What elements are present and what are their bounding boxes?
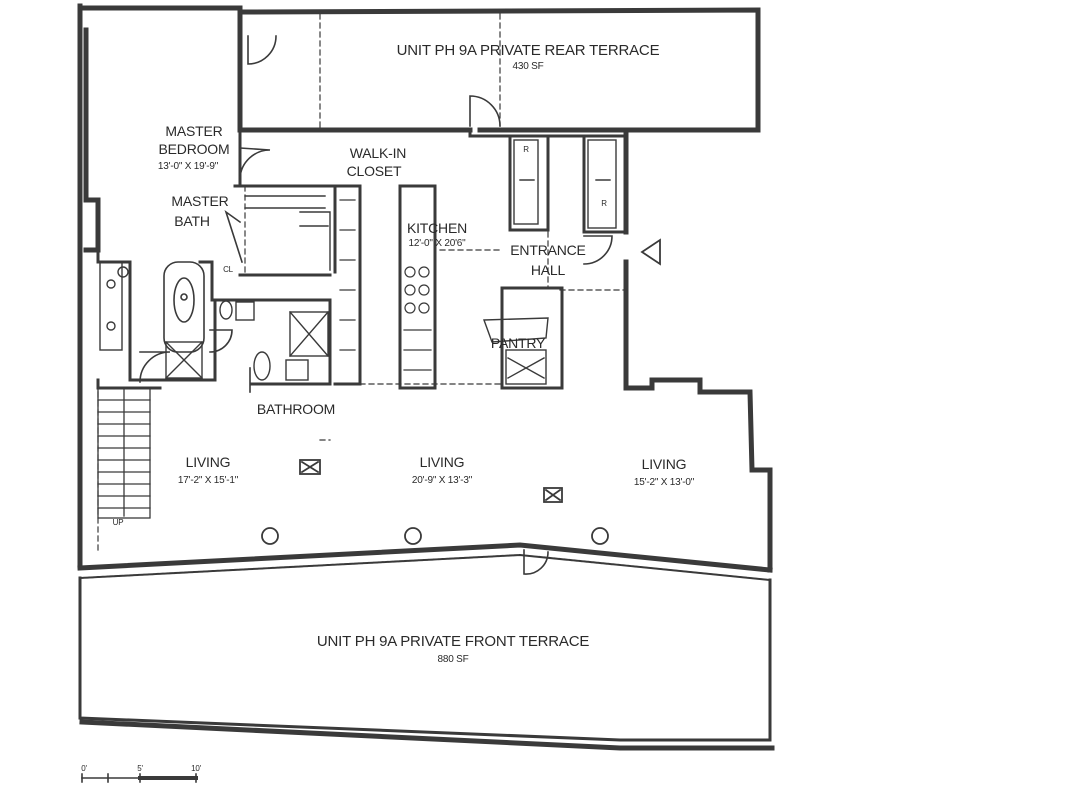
pantry-shelves bbox=[483, 317, 549, 385]
master-shower bbox=[165, 341, 203, 379]
living-1-name: LIVING bbox=[185, 454, 231, 470]
closet-tag: CL bbox=[223, 265, 233, 274]
fridge-tag-1: R bbox=[523, 145, 529, 154]
fireplaces bbox=[299, 459, 563, 503]
staircase bbox=[97, 387, 151, 519]
living-2-name: LIVING bbox=[419, 454, 465, 470]
columns bbox=[261, 527, 609, 545]
entrance-hall-line2: HALL bbox=[530, 262, 566, 278]
stair-tag: UP bbox=[112, 518, 124, 527]
rear-terrace-area: 430 SF bbox=[512, 61, 544, 72]
living-3-dims: 15'-2" X 13'-0" bbox=[633, 477, 695, 488]
bathroom-fixtures bbox=[219, 300, 329, 381]
bathtub bbox=[163, 261, 205, 353]
pantry-label: PANTRY bbox=[490, 335, 546, 351]
scale-bar bbox=[81, 773, 198, 783]
entrance-hall-line1: ENTRANCE bbox=[510, 242, 586, 258]
kitchen-dims: 12'-0" X 20'6" bbox=[408, 238, 466, 249]
rear-terrace-name: UNIT PH 9A PRIVATE REAR TERRACE bbox=[396, 42, 660, 59]
walk-in-closet-line1: WALK-IN bbox=[349, 145, 407, 161]
kitchen-name: KITCHEN bbox=[406, 220, 468, 236]
front-terrace-area: 880 SF bbox=[437, 654, 469, 665]
master-vanity bbox=[99, 261, 129, 351]
refrigerators bbox=[513, 139, 617, 229]
living-2-dims: 20'-9" X 13'-3" bbox=[411, 475, 473, 486]
kitchen-cabinets bbox=[339, 199, 432, 371]
master-bedroom-line1: MASTER bbox=[165, 123, 223, 139]
bathroom-label: BATHROOM bbox=[256, 401, 336, 417]
walk-in-closet-shelves bbox=[244, 195, 331, 271]
dashed-guides bbox=[97, 13, 627, 551]
master-bedroom-line2: BEDROOM bbox=[158, 141, 230, 157]
scale-tick-5: 5' bbox=[137, 764, 143, 773]
entry-marker bbox=[640, 238, 661, 266]
door-swings bbox=[139, 35, 613, 575]
master-bath-line1: MASTER bbox=[171, 193, 229, 209]
walk-in-closet-line2: CLOSET bbox=[346, 163, 402, 179]
fridge-tag-2: R bbox=[601, 199, 607, 208]
master-bedroom-dims: 13'-0" X 19'-9" bbox=[157, 161, 219, 172]
scale-tick-10: 10' bbox=[191, 764, 201, 773]
living-1-dims: 17'-2" X 15'-1" bbox=[177, 475, 239, 486]
living-3-name: LIVING bbox=[641, 456, 687, 472]
master-bath-line2: BATH bbox=[174, 213, 210, 229]
front-terrace-name: UNIT PH 9A PRIVATE FRONT TERRACE bbox=[316, 633, 590, 650]
front-facade bbox=[77, 542, 775, 751]
scale-tick-0: 0' bbox=[81, 764, 87, 773]
